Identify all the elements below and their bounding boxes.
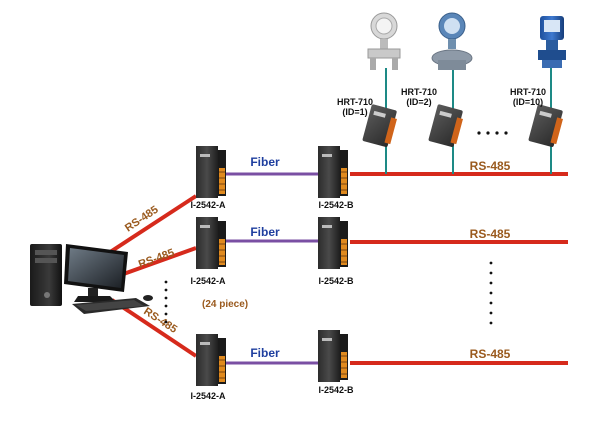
pressure-transmitter-icon bbox=[367, 12, 401, 70]
gateway-ellipsis bbox=[477, 131, 508, 135]
bus-ellipsis bbox=[489, 261, 493, 325]
converter-a-label: I-2542-A bbox=[190, 200, 226, 210]
rs485-link-pc-2 bbox=[117, 246, 197, 278]
rs485-link-pc-3 bbox=[110, 298, 198, 358]
converter-a-3: I-2542-A bbox=[190, 334, 226, 401]
hart-1-model: HRT-710 bbox=[337, 97, 373, 107]
flow-meter-icon bbox=[431, 12, 473, 70]
desktop-computer-icon bbox=[30, 244, 153, 314]
converter-b-label: I-2542-B bbox=[318, 385, 354, 395]
fiber-label-1: Fiber bbox=[250, 155, 280, 169]
converter-a-2: I-2542-A bbox=[190, 217, 226, 286]
converter-b-2: I-2542-B bbox=[318, 217, 354, 286]
hart-2-id: (ID=2) bbox=[406, 97, 431, 107]
converter-module-icon bbox=[318, 146, 348, 198]
hart-2-model: HRT-710 bbox=[401, 87, 437, 97]
hart-gateway-1 bbox=[362, 104, 397, 147]
converter-a-label: I-2542-A bbox=[190, 391, 226, 401]
hart-10-id: (ID=10) bbox=[513, 97, 543, 107]
hart-gateway-2 bbox=[428, 104, 463, 147]
rs485-link-pc-1 bbox=[102, 194, 198, 258]
hart-gateway-icon bbox=[528, 104, 563, 147]
converter-b-label: I-2542-B bbox=[318, 200, 354, 210]
converter-module-icon bbox=[196, 334, 226, 386]
fiber-label-3: Fiber bbox=[250, 346, 280, 360]
converter-a-label: I-2542-A bbox=[190, 276, 226, 286]
converter-column-ellipsis bbox=[164, 280, 168, 324]
converter-module-icon bbox=[318, 330, 348, 382]
rs485-label-bus-1: RS-485 bbox=[470, 159, 511, 173]
rs485-label-bus-2: RS-485 bbox=[470, 227, 511, 241]
converter-b-1: I-2542-B bbox=[318, 146, 354, 210]
converter-module-icon bbox=[196, 217, 226, 269]
hart-gateway-icon bbox=[362, 104, 397, 147]
converter-module-icon bbox=[196, 146, 226, 198]
hart-10-model: HRT-710 bbox=[510, 87, 546, 97]
hart-gateway-icon bbox=[428, 104, 463, 147]
converter-module-icon bbox=[318, 217, 348, 269]
count-label: (24 piece) bbox=[202, 299, 248, 310]
rs485-label-pc-2: RS-485 bbox=[137, 247, 176, 271]
hart-1-id: (ID=1) bbox=[342, 107, 367, 117]
pressure-transmitter-icon bbox=[538, 16, 566, 68]
converter-a-1: I-2542-A bbox=[190, 146, 226, 210]
converter-b-label: I-2542-B bbox=[318, 276, 354, 286]
converter-b-3: I-2542-B bbox=[318, 330, 354, 395]
fiber-label-2: Fiber bbox=[250, 225, 280, 239]
rs485-label-bus-3: RS-485 bbox=[470, 347, 511, 361]
hart-gateway-10 bbox=[528, 104, 563, 147]
